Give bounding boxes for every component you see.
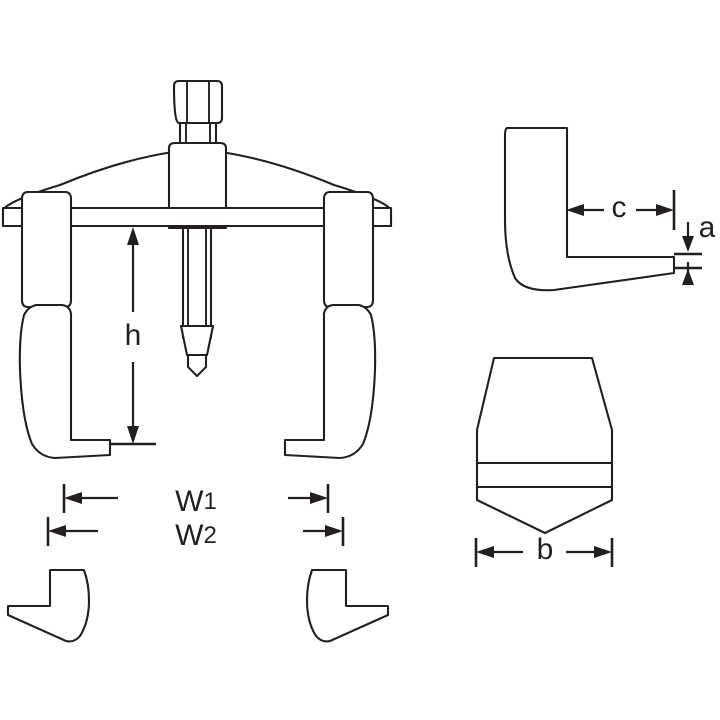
hex-nut	[172, 79, 224, 125]
jaw-width-dimensions: W1 W2	[6, 484, 390, 643]
dimension-label-a: a	[699, 211, 716, 244]
dimension-b: b	[474, 533, 614, 567]
dimension-w1: W1	[62, 484, 330, 518]
left-puller-leg	[18, 303, 112, 460]
front-assembly-view: h	[1, 79, 393, 460]
right-puller-leg	[283, 303, 377, 460]
left-slider-block	[20, 190, 73, 309]
center-body	[167, 141, 228, 230]
claw-front-view: b	[474, 356, 614, 567]
small-claw-right	[305, 568, 390, 643]
crossbar	[1, 206, 393, 228]
small-claw-left	[6, 568, 91, 643]
dimension-label-h: h	[125, 319, 142, 352]
dimension-w2: W2	[46, 517, 345, 552]
spindle-collar	[178, 121, 218, 145]
dimension-label-w1: W1	[175, 485, 217, 518]
dimension-h: h	[110, 227, 156, 446]
claw-side-view: c a	[503, 126, 716, 292]
right-slider-block	[322, 190, 375, 309]
spindle-tip	[179, 324, 215, 378]
dimension-label-c: c	[612, 191, 627, 224]
dimension-a: a	[674, 211, 716, 285]
dimension-label-b: b	[537, 533, 554, 566]
dimension-label-w2: W2	[175, 519, 217, 552]
dimension-c: c	[566, 190, 676, 230]
spindle-shaft	[181, 214, 213, 340]
